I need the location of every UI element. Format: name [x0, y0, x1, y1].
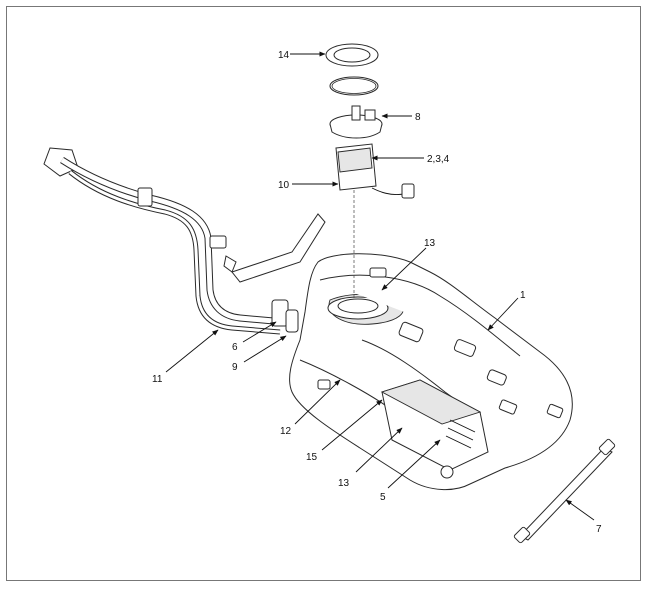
- callout-5: 5: [380, 492, 386, 503]
- callout-13-lower: 13: [338, 478, 350, 489]
- upper-strap: [223, 213, 326, 283]
- diagram-frame: [6, 6, 641, 581]
- fuel-pump-module: [329, 105, 415, 199]
- tank-band: [513, 438, 616, 544]
- canister: [380, 379, 489, 479]
- lock-ring-and-gasket: [325, 43, 379, 96]
- callout-8: 8: [415, 112, 421, 123]
- callout-7: 7: [596, 524, 602, 535]
- fuel-tank: [289, 253, 573, 491]
- callout-15: 15: [306, 452, 318, 463]
- callout-9: 9: [232, 362, 238, 373]
- callout-1: 1: [520, 290, 526, 301]
- callout-12: 12: [280, 426, 292, 437]
- callout-13-upper: 13: [424, 238, 436, 249]
- callout-10: 10: [278, 180, 290, 191]
- callout-14: 14: [278, 50, 290, 61]
- filler-neck-pipes: [43, 147, 299, 335]
- callout-2-3-4: 2,3,4: [427, 154, 450, 165]
- callout-labels: 14 8 2,3,4 10 13 1 11 6 9 12 15 13 5 7: [152, 50, 602, 535]
- callout-11: 11: [152, 374, 163, 385]
- callout-leaders: [165, 51, 595, 521]
- callout-6: 6: [232, 342, 238, 353]
